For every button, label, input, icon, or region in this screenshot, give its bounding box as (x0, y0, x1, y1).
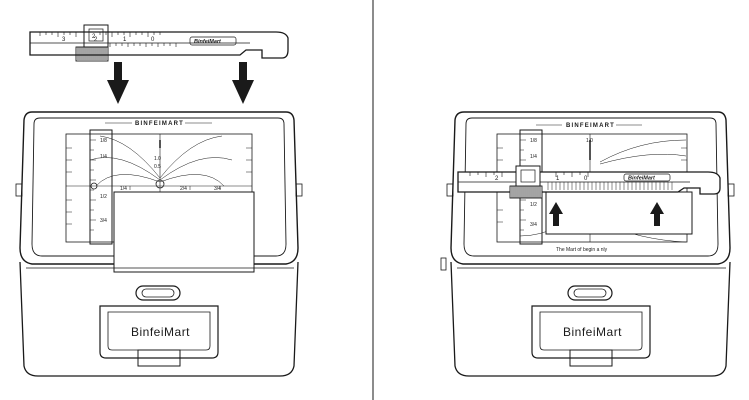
ruler-brand-label: BinfeiMart (194, 39, 222, 45)
svg-text:3/4: 3/4 (100, 218, 107, 224)
printer-top-label: BINFEIMART (566, 123, 615, 129)
svg-text:0.5: 0.5 (154, 164, 161, 170)
ruler-number-3: 3 (62, 37, 66, 43)
printer-left: BINFEIMART 1/4 2/4 3/4 (15, 111, 303, 377)
bottom-caption: The Mart of begin a nly (556, 247, 608, 253)
ruler-number-0: 0 (151, 37, 155, 43)
down-arrow-icon (232, 62, 254, 104)
ruler-brand-label: BinfeiMart (628, 176, 656, 182)
up-arrow-icon (549, 202, 563, 226)
ruler-slider (509, 165, 543, 199)
ruler-slider: 2 (75, 24, 109, 62)
ruler-number-1: 1 (123, 37, 127, 43)
ruler-number-2: 2 (495, 176, 499, 182)
svg-text:2/4: 2/4 (180, 186, 187, 192)
svg-text:1/2: 1/2 (100, 194, 107, 200)
ruler-left: 3 2 1 0 BinfeiMart 2 (29, 24, 289, 62)
svg-text:1/4: 1/4 (530, 154, 537, 160)
left-panel: 3 2 1 0 BinfeiMart 2 (15, 24, 303, 377)
printer-front-label: BinfeiMart (131, 325, 190, 339)
svg-text:2: 2 (92, 34, 96, 40)
ruler-number-0: 0 (584, 176, 588, 182)
svg-text:1.0: 1.0 (154, 156, 161, 162)
svg-text:1/8: 1/8 (530, 138, 537, 144)
printer-front-label: BinfeiMart (563, 325, 622, 339)
printer-right: BINFEIMART 1.0 (440, 111, 735, 377)
svg-text:1/8: 1/8 (100, 138, 107, 144)
ruler-number-2: 2 (94, 37, 98, 43)
svg-text:1/4: 1/4 (120, 186, 127, 192)
up-arrow-icon (650, 202, 664, 226)
svg-text:3/4: 3/4 (214, 186, 221, 192)
down-arrow-icon (107, 62, 129, 104)
svg-text:1/4: 1/4 (100, 154, 107, 160)
ruler-number-1: 1 (556, 176, 560, 182)
svg-text:3/4: 3/4 (530, 222, 537, 228)
svg-text:1/2: 1/2 (530, 202, 537, 208)
right-panel: BINFEIMART 1.0 (440, 111, 735, 377)
ruler-right: 2 1 0 BinfeiMart (457, 165, 721, 199)
printer-top-label: BINFEIMART (135, 121, 184, 127)
